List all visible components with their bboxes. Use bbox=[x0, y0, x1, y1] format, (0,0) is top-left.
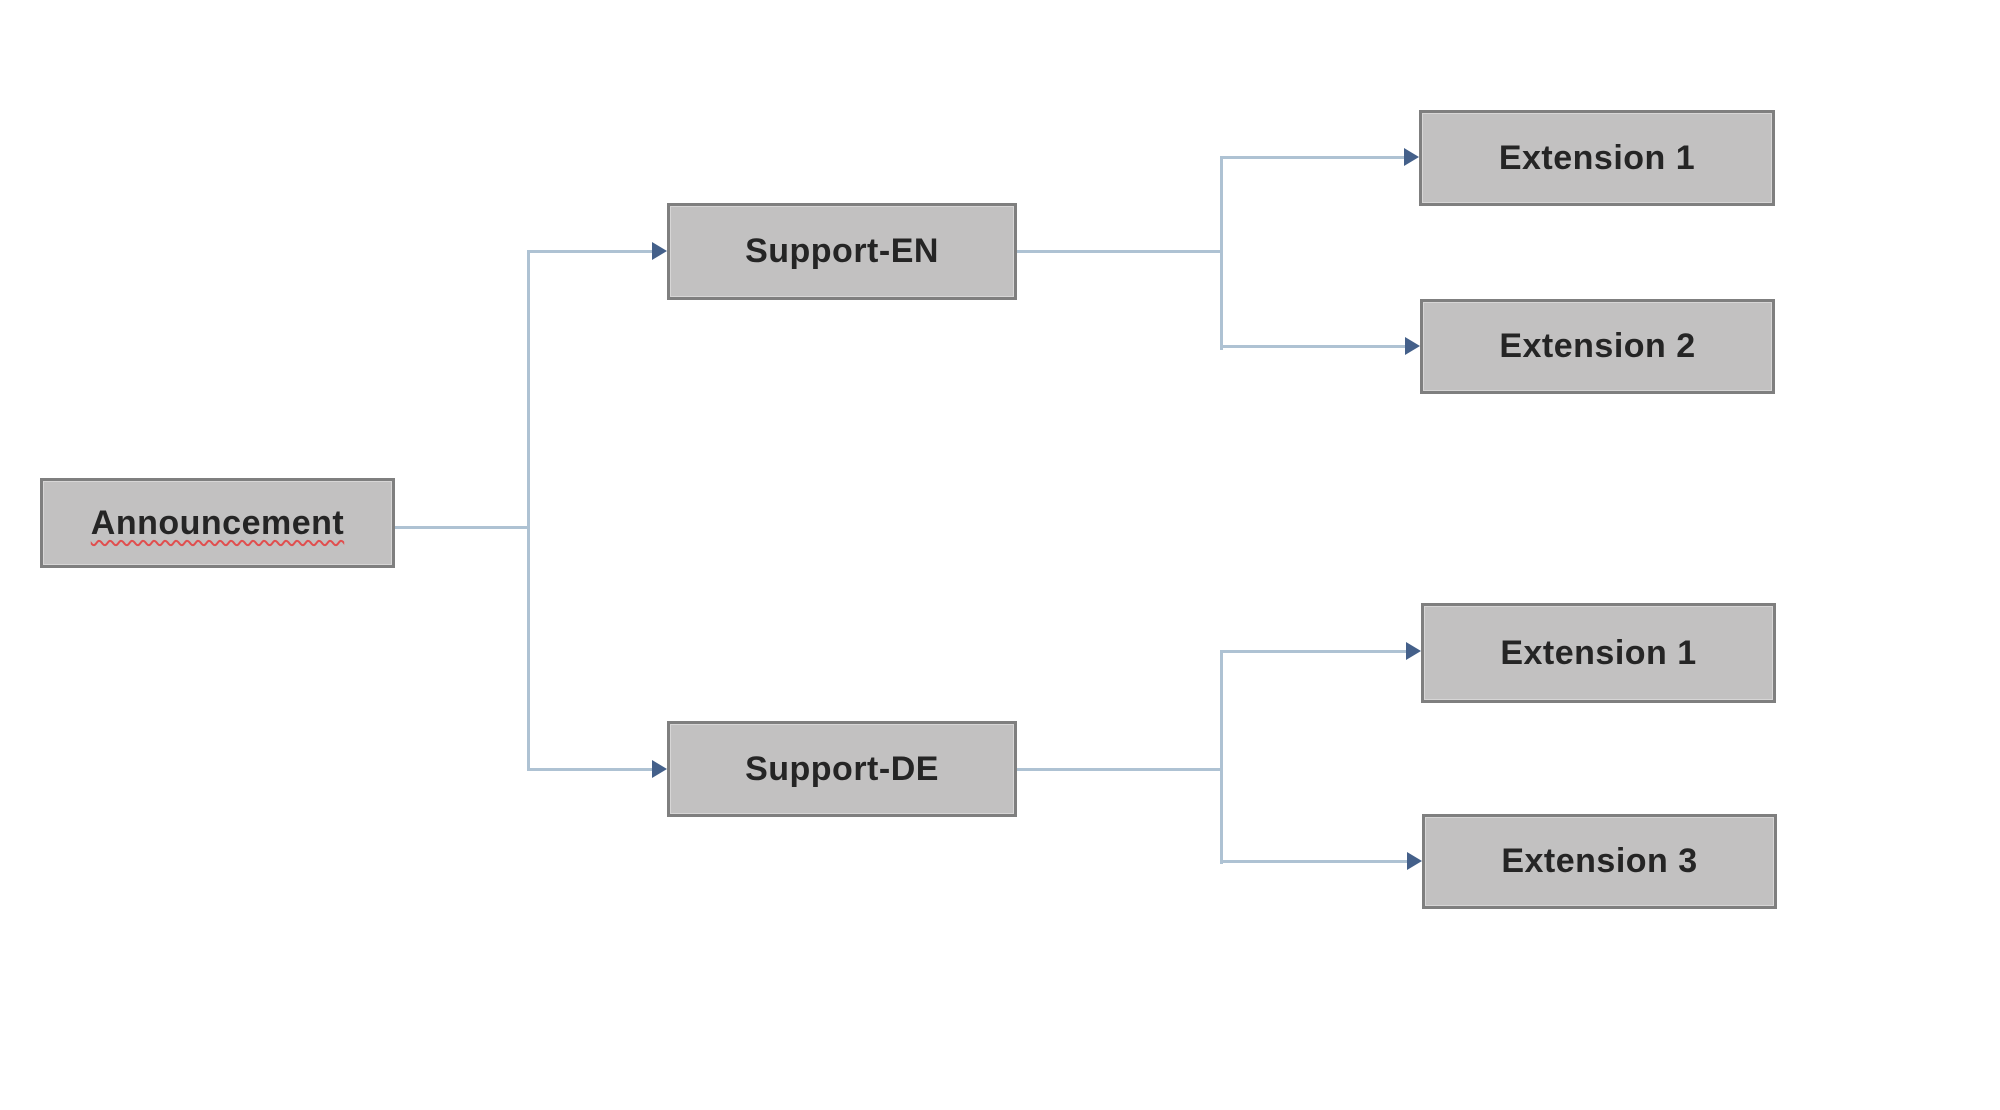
node-extension3: Extension 3 bbox=[1422, 814, 1777, 909]
arrowhead-support-en-icon bbox=[652, 242, 667, 260]
connector-support-de-split bbox=[1220, 650, 1223, 864]
arrowhead-support-de-icon bbox=[652, 760, 667, 778]
connector-to-support-de bbox=[529, 768, 655, 771]
connector-announcement-split bbox=[527, 250, 530, 771]
node-extension1-top-label: Extension 1 bbox=[1498, 138, 1696, 177]
node-extension2: Extension 2 bbox=[1420, 299, 1775, 394]
arrowhead-extension2-icon bbox=[1405, 337, 1420, 355]
node-support-de: Support-DE bbox=[667, 721, 1017, 817]
node-extension2-label: Extension 2 bbox=[1499, 327, 1696, 365]
arrowhead-extension1-top-icon bbox=[1404, 148, 1419, 166]
connector-to-support-en bbox=[529, 250, 655, 253]
node-announcement-label: Announcement bbox=[90, 503, 345, 542]
arrowhead-extension1-bottom-icon bbox=[1406, 642, 1421, 660]
node-support-en-label: Support-EN bbox=[745, 232, 939, 270]
node-extension3-label: Extension 3 bbox=[1501, 842, 1698, 880]
connector-to-extension1-top bbox=[1222, 156, 1406, 159]
connector-support-de-out bbox=[1017, 768, 1223, 771]
node-support-en: Support-EN bbox=[667, 203, 1017, 300]
connector-announcement-out bbox=[395, 526, 529, 529]
connector-to-extension3 bbox=[1222, 860, 1409, 863]
connector-to-extension2 bbox=[1222, 345, 1407, 348]
connector-to-extension1-bottom bbox=[1222, 650, 1408, 653]
node-support-de-label: Support-DE bbox=[745, 749, 939, 788]
connector-support-en-out bbox=[1017, 250, 1223, 253]
node-announcement: Announcement bbox=[40, 478, 395, 568]
arrowhead-extension3-icon bbox=[1407, 852, 1422, 870]
node-extension1-bottom: Extension 1 bbox=[1421, 603, 1776, 703]
connector-support-en-split bbox=[1220, 156, 1223, 350]
node-extension1-bottom-label: Extension 1 bbox=[1500, 633, 1697, 672]
node-extension1-top: Extension 1 bbox=[1419, 110, 1775, 206]
